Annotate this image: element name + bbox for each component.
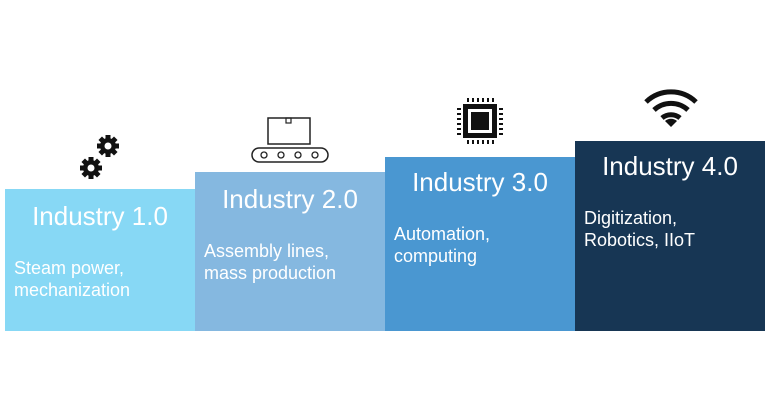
- stage-description: Steam power, mechanization: [14, 258, 131, 300]
- stage-industry-4: Industry 4.0 Digitization, Robotics, IIo…: [575, 141, 765, 331]
- conveyor-belt-icon: [250, 116, 330, 164]
- stage-title: Industry 1.0: [32, 201, 168, 231]
- stage-title: Industry 3.0: [412, 167, 548, 197]
- stage-industry-1: Industry 1.0 Steam power, mechanization: [5, 189, 195, 331]
- stage-industry-3: Industry 3.0 Automation, computing: [385, 157, 575, 331]
- stage-description: Assembly lines, mass production: [204, 241, 337, 283]
- stage-description: Automation, computing: [394, 224, 491, 266]
- stage-industry-2: Industry 2.0 Assembly lines, mass produc…: [195, 172, 385, 331]
- stage-description: Digitization, Robotics, IIoT: [584, 208, 696, 250]
- microchip-icon: [455, 96, 505, 146]
- gears-icon: [78, 130, 124, 184]
- stage-title: Industry 4.0: [602, 151, 738, 181]
- wifi-icon: [643, 88, 699, 128]
- stage-title: Industry 2.0: [222, 184, 358, 214]
